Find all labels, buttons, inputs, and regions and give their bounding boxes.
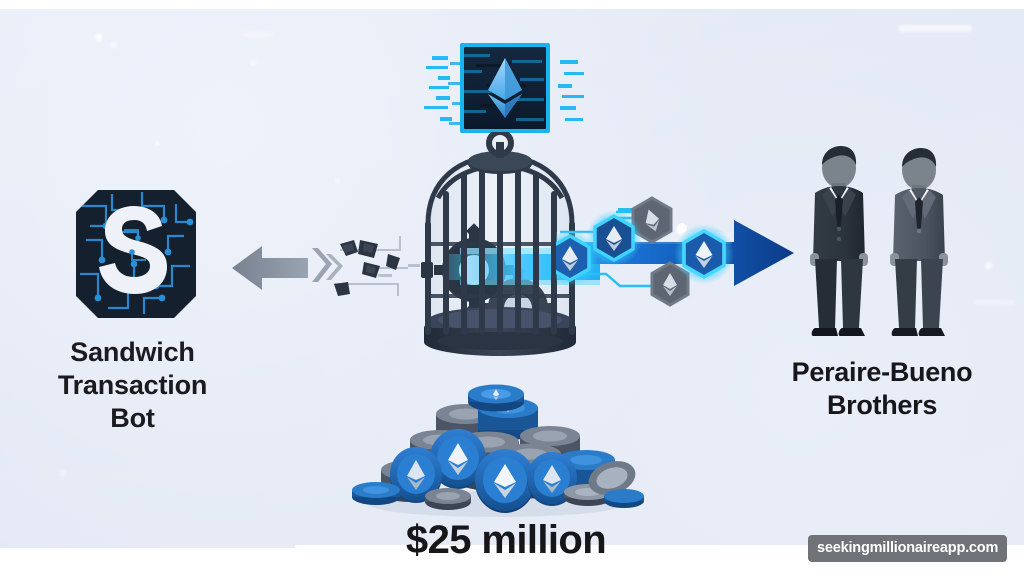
brothers-label-line2: Brothers — [826, 390, 938, 421]
amount-label: $25 million — [405, 518, 607, 562]
background-speck — [155, 141, 160, 146]
top-white-strip — [0, 0, 1024, 9]
background-speck — [95, 33, 103, 41]
ethereum-coin-pile-icon — [348, 378, 644, 518]
broken-left-arrow-icon — [222, 222, 422, 322]
right-entity-label: Peraire-Bueno Brothers — [740, 356, 1024, 423]
background-speck — [250, 60, 256, 66]
bot-label-line1: Sandwich — [70, 337, 195, 367]
blue-right-arrow-icon — [556, 186, 796, 321]
background-speck — [110, 42, 117, 48]
birdcage-with-gears-icon — [400, 132, 600, 370]
background-streak — [975, 300, 1015, 305]
background-speck — [335, 178, 340, 183]
background-streak — [243, 32, 273, 37]
background-speck — [985, 262, 992, 269]
bot-label-line2: Transaction — [57, 370, 208, 401]
background-speck — [60, 470, 66, 476]
left-entity-label: Sandwich Transaction Bot — [20, 336, 245, 436]
background-streak — [898, 25, 972, 32]
two-businessmen-silhouette-icon — [795, 143, 965, 343]
ethereum-glitch-chip-icon — [424, 32, 586, 144]
watermark-badge: seekingmillionaireapp.com — [808, 535, 1008, 562]
bot-label-line3: Bot — [110, 403, 155, 434]
circuit-s-logo-icon — [72, 186, 200, 322]
brothers-label-line1: Peraire-Bueno — [791, 357, 973, 387]
